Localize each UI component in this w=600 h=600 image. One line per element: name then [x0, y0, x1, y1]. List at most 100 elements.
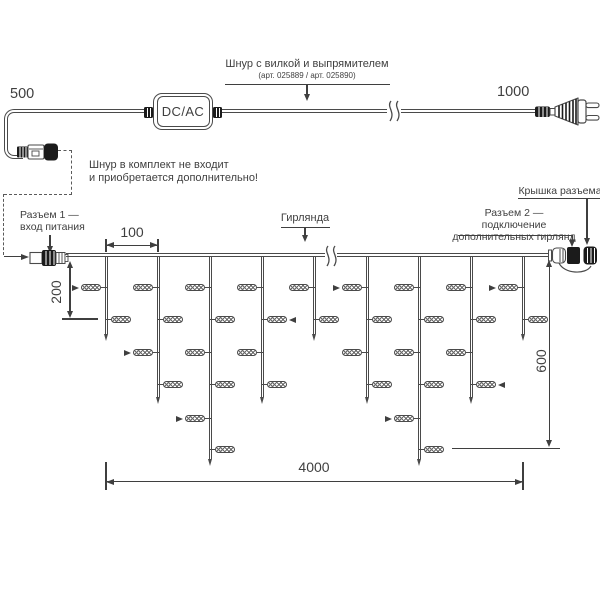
dim-600-line [548, 264, 550, 441]
lamp-bulb [446, 284, 466, 291]
lamp-stub [466, 352, 472, 354]
connector2-line2: дополнительных гирлянд [452, 231, 576, 243]
cord-wire-left [19, 109, 144, 113]
connector1-label: Разъем 1 — вход питания [20, 209, 85, 233]
lamp-direction-arrow [176, 415, 183, 422]
garland-drop-tip [104, 334, 108, 341]
lamp-bulb [498, 284, 518, 291]
lamp-stub [309, 287, 315, 289]
lamp-direction-arrow [72, 284, 79, 291]
dashed-route-seg4 [3, 194, 4, 255]
dim-4000-extline-left [105, 462, 107, 490]
cord-note-line1: Шнур в комплект не входит [89, 159, 229, 171]
lamp-bulb [133, 349, 153, 356]
cord-subtitle-line: (арт. 025889 / арт. 025890) [258, 70, 356, 80]
lamp-direction-arrow [498, 381, 505, 388]
dashed-route-arrowhead [21, 253, 29, 260]
garland-break-symbol [325, 245, 337, 267]
dim-600-arrow-up [546, 260, 553, 267]
lamp-stub [209, 319, 215, 321]
lamp-stub [522, 319, 528, 321]
lamp-stub [261, 319, 267, 321]
lamp-stub [362, 352, 368, 354]
lamp-bulb [267, 316, 287, 323]
garland-end-connector-icon [548, 246, 597, 273]
lamp-stub [205, 287, 211, 289]
cord-wire-right [222, 109, 387, 113]
lamp-bulb [163, 381, 183, 388]
lamp-bulb [476, 381, 496, 388]
lamp-bulb [215, 381, 235, 388]
cord-title-arrowhead [303, 94, 310, 101]
dim-600-refline [452, 447, 560, 449]
connector2-arrow-stem [571, 235, 573, 241]
lamp-stub [414, 418, 420, 420]
lamp-bulb [342, 284, 362, 291]
dim-200-refline [62, 318, 98, 320]
dim-4000-arrow-right [515, 478, 523, 485]
lamp-bulb [342, 349, 362, 356]
dim-4000-extline-right [522, 462, 524, 490]
lamp-direction-arrow [289, 316, 296, 323]
lamp-stub [414, 287, 420, 289]
lamp-bulb [372, 381, 392, 388]
lamp-stub [418, 384, 424, 386]
lamp-stub [209, 384, 215, 386]
connector1-line1: Разъем 1 — [20, 209, 79, 221]
connector2-underline [458, 234, 573, 236]
lamp-stub [209, 449, 215, 451]
cord-title-arrow-stem [306, 85, 308, 94]
dim-200-arrow-up [67, 261, 73, 268]
garland-drop-tip [208, 459, 212, 466]
lamp-stub [257, 287, 263, 289]
lamp-bulb [476, 316, 496, 323]
lamp-direction-arrow [385, 415, 392, 422]
lamp-stub [313, 319, 319, 321]
lamp-bulb [215, 316, 235, 323]
cap-arrowhead [583, 238, 590, 245]
connector1-arrowhead [46, 246, 53, 253]
cord-title-line: Шнур с вилкой и выпрямителем [225, 58, 389, 70]
lamp-bulb [394, 284, 414, 291]
lamp-stub [466, 287, 472, 289]
lamp-bulb [185, 284, 205, 291]
lamp-bulb [446, 349, 466, 356]
garland-drop-wire [418, 256, 421, 459]
dim-4000-arrow-left [106, 478, 114, 485]
garland-arrowhead [301, 235, 308, 242]
dim-600-arrow-down [546, 440, 553, 447]
lamp-bulb [81, 284, 101, 291]
dim-600-label: 600 [533, 349, 549, 373]
lamp-bulb [319, 316, 339, 323]
cord-title-underline [225, 84, 390, 86]
dashed-route-seg3 [4, 194, 72, 195]
lamp-bulb [237, 349, 257, 356]
dc-ac-converter-box: DC/AC [153, 92, 213, 130]
lamp-bulb [372, 316, 392, 323]
dim-4000-label: 4000 [298, 459, 330, 475]
garland-drop-wire [157, 256, 160, 397]
cord-note-line2: и приобретается дополнительно! [89, 171, 258, 184]
garland-main-wire-left [66, 253, 325, 257]
lamp-stub [101, 287, 107, 289]
cord-note-label: Шнур в комплект не входит и приобретаетс… [89, 159, 258, 184]
garland-drop-tip [521, 334, 525, 341]
garland-drop-wire [105, 256, 108, 334]
lamp-bulb [394, 415, 414, 422]
dim-100-arrow-right [150, 242, 158, 249]
lamp-bulb [267, 381, 287, 388]
connector2-arrowhead [569, 240, 575, 247]
dashed-route-seg1 [58, 150, 72, 151]
dim-100-extline-left [105, 239, 107, 252]
cap-label: Крышка разъема [518, 185, 600, 197]
lamp-direction-arrow [333, 284, 340, 291]
dim-200-arrow-down [67, 311, 73, 318]
cap-arrow-stem [586, 198, 588, 239]
garland-drop-tip [417, 459, 421, 466]
garland-main-wire-right [337, 253, 549, 257]
lamp-stub [153, 287, 159, 289]
cord-connector-icon [17, 143, 58, 161]
converter-left-terminal [144, 106, 153, 118]
lamp-bulb [133, 284, 153, 291]
